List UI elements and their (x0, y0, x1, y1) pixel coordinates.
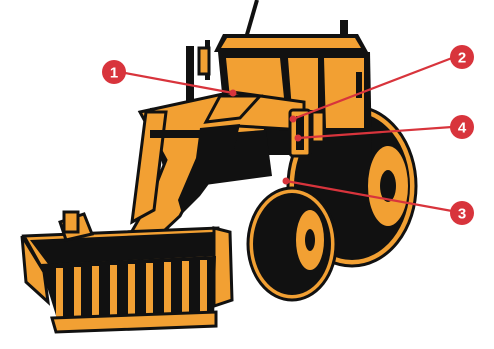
callout-badge-1: 1 (102, 60, 126, 84)
callout-number-4: 4 (458, 120, 467, 137)
callout-badge-3: 3 (450, 201, 474, 225)
antenna (246, 0, 257, 38)
grapple-bucket (22, 212, 232, 332)
callout-badge-2: 2 (450, 45, 474, 69)
callout-number-3: 3 (458, 206, 466, 223)
front-wheel (248, 188, 336, 300)
callout-number-1: 1 (110, 65, 118, 82)
callout-number-2: 2 (458, 50, 466, 67)
leader-line-1 (125, 73, 233, 93)
callout-badge-4: 4 (450, 115, 474, 139)
